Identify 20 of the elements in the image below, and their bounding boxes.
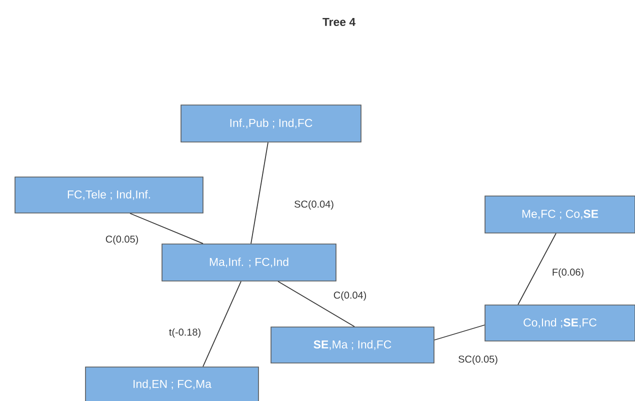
edge-label: SC(0.05) [457, 354, 499, 366]
connector-line [434, 324, 486, 340]
edge-label: F(0.06) [550, 267, 586, 279]
edge-label: t(-0.18) [168, 327, 202, 339]
process-box: Inf.,Pub ; Ind,FC [180, 104, 362, 142]
process-box: Co,Ind ;SE,FC [484, 304, 635, 342]
process-box: Me,FC ; Co,SE [484, 196, 635, 234]
connector-line [278, 280, 355, 328]
connector-line [518, 232, 556, 306]
process-box: Ind,EN ; FC,Ma [85, 366, 259, 401]
title: Tree 4 [322, 18, 356, 26]
process-box: FC,Tele ; Ind,Inf. [14, 176, 204, 214]
edge-label: SC(0.04) [293, 199, 335, 211]
connector-line [130, 212, 204, 244]
process-box: Ma,Inf. ; FC,Ind [162, 244, 336, 282]
process-box: SE,Ma ; Ind,FC [270, 326, 434, 364]
connector-line [250, 142, 268, 244]
edge-label: C(0.04) [332, 290, 368, 302]
connector-line [202, 280, 242, 368]
edge-label: C(0.05) [104, 234, 140, 246]
